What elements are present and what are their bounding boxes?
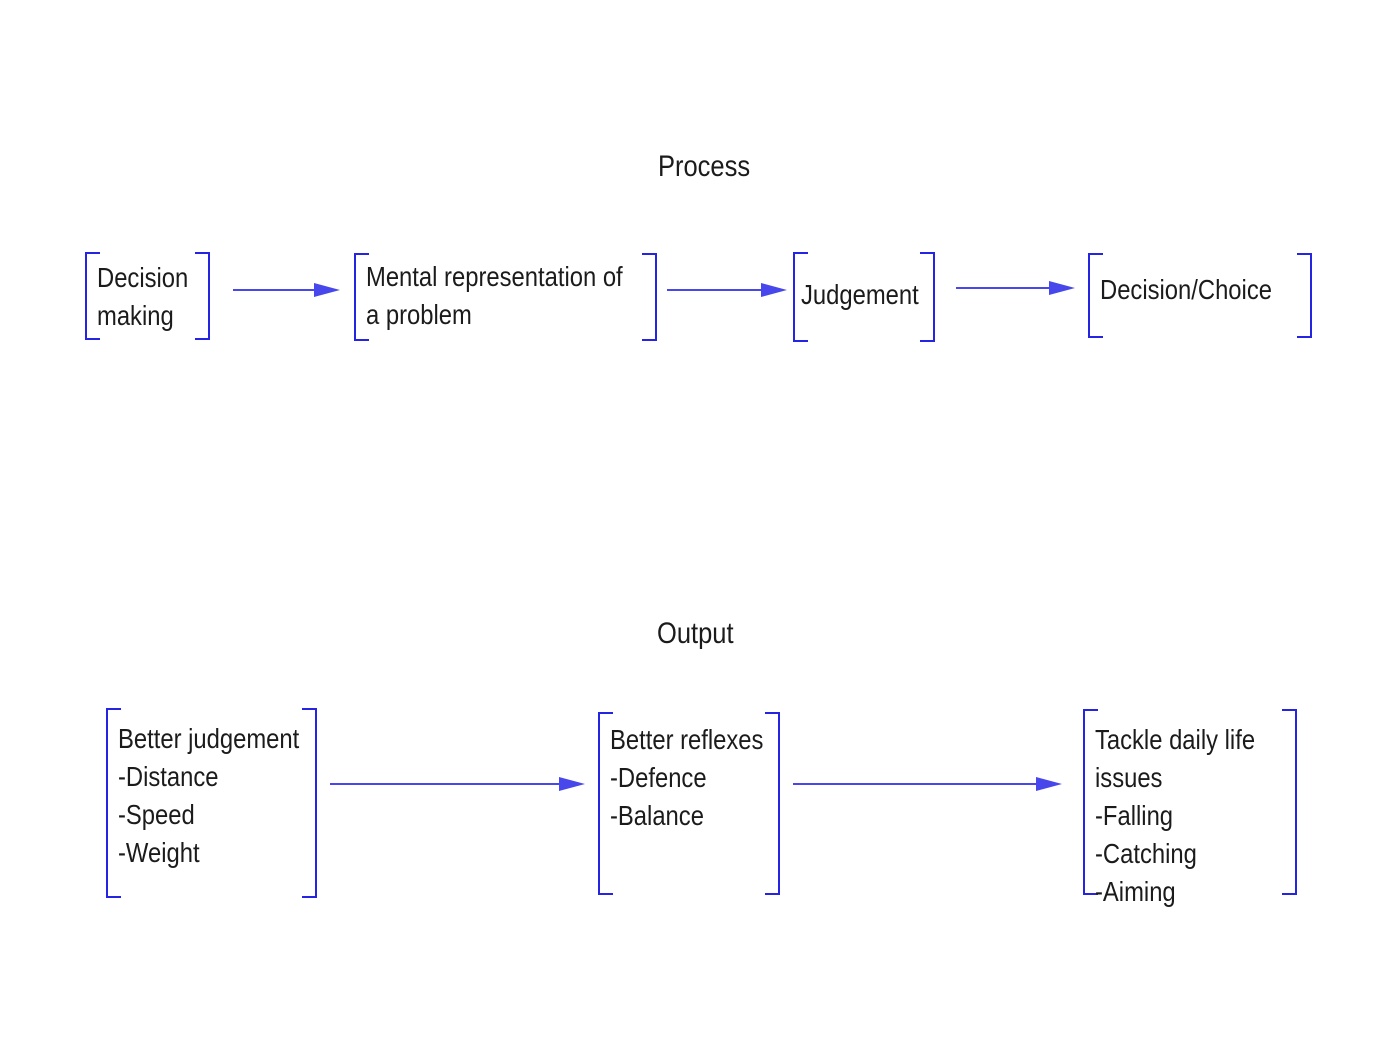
right-bracket bbox=[195, 252, 210, 340]
right-bracket bbox=[642, 253, 657, 341]
node-line: -Defence bbox=[610, 762, 707, 793]
left-bracket bbox=[598, 712, 613, 895]
node-line: Better reflexes bbox=[610, 724, 764, 755]
left-bracket bbox=[1083, 709, 1098, 895]
node-line: -Distance bbox=[118, 761, 219, 792]
arrow-reflexes-to-daily-life bbox=[793, 777, 1062, 791]
node-line: issues bbox=[1095, 762, 1163, 793]
node-line: -Aiming bbox=[1095, 876, 1176, 907]
node-tackle-daily-life: Tackle daily life issues -Falling -Catch… bbox=[1083, 709, 1297, 907]
arrow-shaft bbox=[233, 289, 318, 291]
node-decision-choice: Decision/Choice bbox=[1088, 253, 1312, 338]
process-section-title: Process bbox=[658, 150, 751, 183]
node-line: Better judgement bbox=[118, 723, 300, 754]
left-bracket bbox=[354, 253, 369, 341]
right-bracket bbox=[1282, 709, 1297, 895]
node-mental-representation: Mental representation of a problem bbox=[354, 253, 657, 341]
arrow-judgement-to-decision bbox=[956, 281, 1075, 295]
right-bracket bbox=[1297, 253, 1312, 338]
node-better-reflexes: Better reflexes -Defence -Balance bbox=[598, 712, 780, 895]
node-line: -Speed bbox=[118, 799, 195, 830]
node-line: a problem bbox=[366, 299, 472, 330]
node-line: making bbox=[97, 300, 174, 331]
arrow-decision-to-mental bbox=[233, 283, 340, 297]
arrow-shaft bbox=[956, 287, 1053, 289]
right-bracket bbox=[920, 252, 935, 342]
arrow-mental-to-judgement bbox=[667, 283, 787, 297]
arrow-head-icon bbox=[559, 777, 585, 791]
left-bracket bbox=[1088, 253, 1103, 338]
node-line: Tackle daily life bbox=[1095, 724, 1256, 755]
node-decision-making: Decision making bbox=[85, 252, 210, 340]
node-line: -Weight bbox=[118, 837, 200, 868]
node-line: Judgement bbox=[801, 279, 919, 310]
node-line: Mental representation of bbox=[366, 261, 623, 292]
right-bracket bbox=[302, 708, 317, 898]
node-line: -Balance bbox=[610, 800, 704, 831]
node-judgement: Judgement bbox=[793, 252, 935, 342]
arrow-shaft bbox=[667, 289, 765, 291]
node-line: Decision bbox=[97, 262, 189, 293]
arrow-head-icon bbox=[761, 283, 787, 297]
left-bracket bbox=[793, 252, 808, 342]
arrow-judgement-to-reflexes bbox=[330, 777, 585, 791]
left-bracket bbox=[85, 252, 100, 340]
arrow-head-icon bbox=[1049, 281, 1075, 295]
node-better-judgement: Better judgement -Distance -Speed -Weigh… bbox=[106, 708, 317, 898]
arrow-head-icon bbox=[1036, 777, 1062, 791]
node-line: -Catching bbox=[1095, 838, 1197, 869]
left-bracket bbox=[106, 708, 121, 898]
node-line: -Falling bbox=[1095, 800, 1174, 831]
right-bracket bbox=[765, 712, 780, 895]
arrow-shaft bbox=[330, 783, 563, 785]
arrow-head-icon bbox=[314, 283, 340, 297]
node-line: Decision/Choice bbox=[1100, 274, 1272, 305]
arrow-shaft bbox=[793, 783, 1040, 785]
output-section-title: Output bbox=[657, 617, 734, 650]
